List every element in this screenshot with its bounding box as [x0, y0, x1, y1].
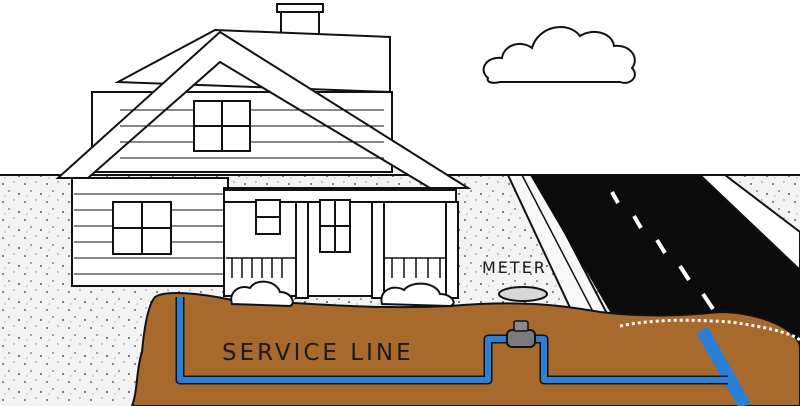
water-main-pipe	[696, 326, 751, 406]
porch-column-2	[371, 201, 385, 299]
shrub-icon	[380, 282, 455, 308]
porch-column-3	[445, 201, 459, 299]
window-porch-right	[319, 199, 351, 253]
porch-railing	[226, 257, 446, 278]
window-upper	[193, 100, 251, 152]
water-meter-icon	[506, 320, 536, 348]
service-line-pipe-fill	[177, 297, 728, 383]
house-icon	[55, 3, 472, 299]
porch-column-1	[295, 201, 309, 299]
service-line-label: SERVICE LINE	[222, 340, 414, 366]
road-center-dashes	[610, 191, 715, 311]
cloud-icon	[482, 26, 636, 84]
siding-lines	[74, 109, 384, 275]
meter-box-lid	[498, 286, 548, 302]
meter-label: METER	[482, 258, 547, 277]
window-porch-left	[255, 199, 281, 235]
road-trench-edge	[619, 318, 800, 342]
window-lower-left	[112, 201, 172, 255]
shrub-icon	[230, 280, 294, 308]
road-shoulder	[697, 174, 800, 272]
